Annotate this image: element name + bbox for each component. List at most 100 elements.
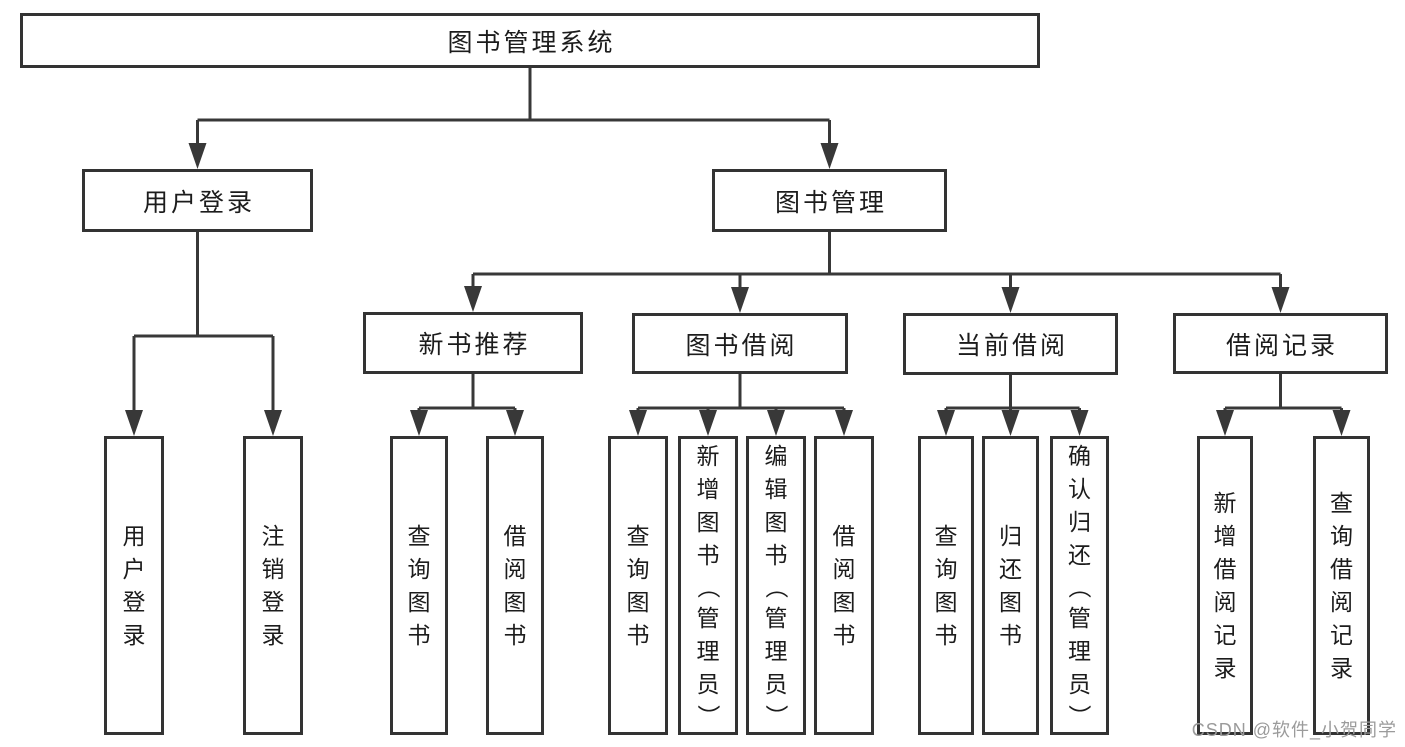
label-char: 录 [261,621,285,648]
node-rec-query: 查询借阅记录 [1313,436,1370,735]
node-newbook: 新书推荐 [363,312,583,374]
label-char: 书 [407,621,431,648]
node-cur-query: 查询图书 [918,436,974,735]
label-char: 询 [626,555,650,582]
label-char: 图 [407,588,431,615]
node-records: 借阅记录 [1173,313,1388,374]
label-char: 员 [764,671,788,697]
node-label: 编辑图书（管理员） [749,439,803,732]
node-cur-confirm: 确认归还（管理员） [1050,436,1109,735]
label-char: 书 [764,542,788,568]
node-label: 归还图书 [985,439,1036,732]
label-char: 图 [696,509,720,535]
label-char: 录 [122,621,146,648]
label-char: 记 [1330,621,1353,648]
node-login: 用户登录 [82,169,313,232]
label-char: 查 [626,522,650,549]
label-char: 查 [1330,489,1353,516]
node-bw-add: 新增图书（管理员） [678,436,738,735]
label-char: 还 [999,555,1022,582]
label-char: 记 [1213,621,1237,648]
label-char: 书 [999,621,1022,648]
label-char: ） [1066,704,1093,728]
label-char: （ [763,575,789,599]
node-label: 当前借阅 [955,332,1068,360]
label-char: 理 [696,638,720,664]
node-bw-query: 查询图书 [608,436,668,735]
label-char: 录 [1213,654,1237,681]
node-bw-edit: 编辑图书（管理员） [746,436,806,735]
label-char: ） [763,704,789,728]
label-char: 员 [1068,671,1091,697]
label-char: 员 [696,671,720,697]
label-char: 书 [832,621,856,648]
label-char: 阅 [503,555,527,582]
label-char: 辑 [764,476,788,502]
label-char: 阅 [1330,588,1353,615]
label-char: 图 [999,588,1022,615]
label-char: 书 [696,542,720,568]
label-char: 登 [122,588,146,615]
node-label: 确认归还（管理员） [1053,439,1106,732]
label-char: 阅 [1213,588,1237,615]
node-bookmgmt: 图书管理 [712,169,947,232]
node-label: 借阅图书 [489,439,541,732]
node-nb-query: 查询图书 [390,436,448,735]
node-root: 图书管理系统 [20,13,1040,68]
node-current: 当前借阅 [903,313,1118,375]
label-char: 确 [1068,443,1091,469]
label-char: 书 [934,621,958,648]
node-label: 借阅记录 [1225,331,1338,360]
node-borrow: 图书借阅 [632,313,848,374]
label-char: 销 [261,555,285,582]
node-userlogin: 用户登录 [104,436,164,735]
node-label: 新增借阅记录 [1200,439,1250,732]
node-rec-add: 新增借阅记录 [1197,436,1253,735]
label-char: 图 [832,588,856,615]
node-label: 查询图书 [611,439,665,732]
label-char: 新 [1213,489,1237,516]
label-char: 管 [764,605,788,631]
label-char: 借 [1213,555,1237,582]
label-char: 书 [503,621,527,648]
label-char: 注 [261,522,285,549]
node-label: 用户登录 [142,188,255,217]
node-cur-return: 归还图书 [982,436,1039,735]
label-char: ） [695,704,721,728]
node-label: 注销登录 [246,439,300,732]
node-label: 查询图书 [921,439,971,732]
label-char: 编 [764,443,788,469]
label-char: 阅 [832,555,856,582]
node-logout: 注销登录 [243,436,303,735]
label-char: 图 [626,588,650,615]
node-label: 查询图书 [393,439,445,732]
label-char: 增 [696,476,720,502]
label-char: 增 [1213,522,1237,549]
label-char: 归 [999,522,1022,549]
label-char: 书 [626,621,650,648]
node-label: 图书借阅 [685,331,798,360]
node-label: 新书推荐 [418,331,531,359]
node-label: 借阅图书 [817,439,871,732]
label-char: 归 [1068,509,1091,535]
label-char: 图 [934,588,958,615]
node-label: 查询借阅记录 [1316,439,1367,732]
label-char: 询 [934,555,958,582]
label-char: 借 [503,522,527,549]
watermark: CSDN @软件_小贺同学 [1191,720,1397,740]
label-char: 借 [832,522,856,549]
edge-arrowheads [125,143,1351,436]
label-char: 户 [122,555,146,582]
label-char: （ [695,575,721,599]
label-char: 录 [1330,654,1353,681]
label-char: 还 [1068,542,1091,568]
label-char: 图 [764,509,788,535]
node-label: 用户登录 [107,439,161,732]
label-char: 查 [407,522,431,549]
label-char: 借 [1330,555,1353,582]
label-char: 认 [1068,476,1091,502]
label-char: 登 [261,588,285,615]
label-char: 图 [503,588,527,615]
